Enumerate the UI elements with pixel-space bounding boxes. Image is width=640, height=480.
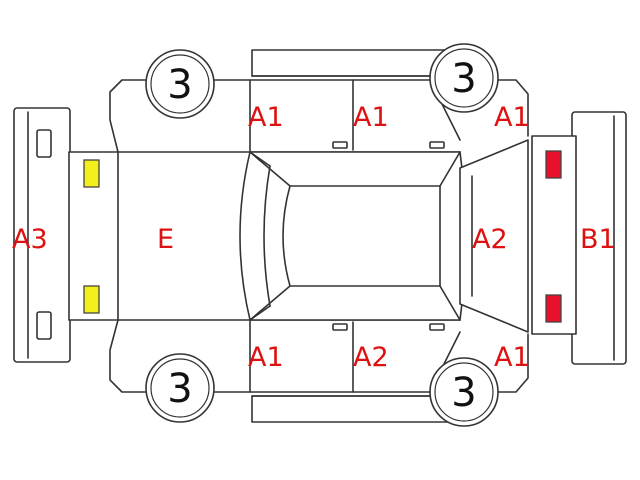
top-side-body [109,49,529,153]
bottom-door-handle-front [332,323,348,331]
label-e-hood: E [157,224,174,255]
cabin-roof [239,151,471,321]
tire-top-right [429,43,499,113]
tire-bottom-left [145,353,215,423]
rear-bumper [571,111,627,365]
label-a1-bottom-front-door: A1 [248,342,284,373]
hood-panel [117,151,251,321]
label-a1-top-rear-door: A1 [353,102,389,133]
label-a2-trunk: A2 [472,224,508,255]
top-door-handle-front [332,141,348,149]
rear-trunk [459,139,529,333]
label-b1-rear-bumper: B1 [580,224,616,255]
label-a1-bottom-rear-fender: A1 [494,342,530,373]
yellow-lamp-icon [83,159,100,188]
tire-number-top-right: 3 [451,56,476,102]
label-a2-bottom-rear-door: A2 [353,342,389,373]
tire-number-bottom-right: 3 [451,370,476,416]
tire-number-bottom-left: 3 [167,366,192,412]
red-lamp-icon [545,294,562,323]
top-side-sill [251,49,453,77]
tire-number-top-left: 3 [167,62,192,108]
tire-bottom-right [429,357,499,427]
roof-panel [282,185,441,287]
label-a3-front-bumper: A3 [12,224,48,255]
bottom-door-handle-rear [429,323,445,331]
top-door-handle-rear [429,141,445,149]
yellow-lamp-icon [83,285,100,314]
label-a1-top-front-door: A1 [248,102,284,133]
red-lamp-icon [545,150,562,179]
bottom-side-sill [251,395,453,423]
tire-top-left [145,49,215,119]
label-a1-top-rear-fender: A1 [494,102,530,133]
